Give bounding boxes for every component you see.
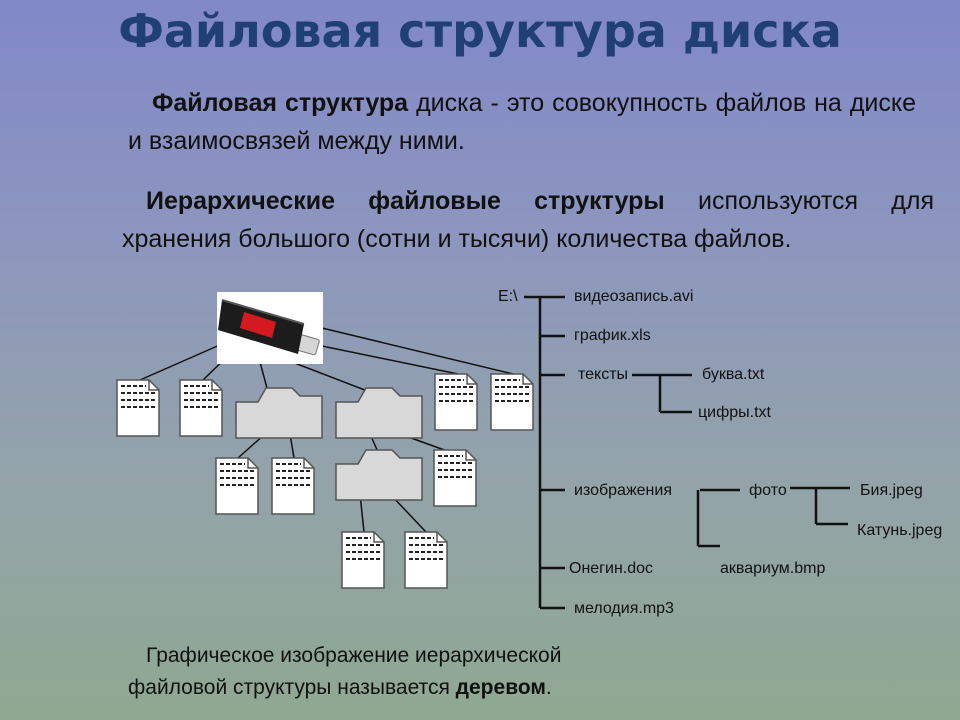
- tree-lines: [524, 295, 850, 610]
- tree-item-video: видеозапись.avi: [574, 288, 694, 305]
- usb-drive-icon: [217, 292, 323, 364]
- tree-item-grafik: график.xls: [574, 327, 651, 344]
- file-icon: [271, 457, 315, 515]
- definition-text: диска - это совокупность файлов на диске…: [128, 89, 916, 155]
- conclusion-end: .: [545, 676, 552, 699]
- file-icon: [179, 379, 223, 437]
- definition-paragraph: Файловая структура диска - это совокупно…: [128, 84, 916, 160]
- tree-item-bukva: буква.txt: [702, 366, 765, 383]
- term-hierarchical: Иерархические файловые структуры: [146, 187, 665, 215]
- tree-folder-foto: фото: [749, 482, 787, 499]
- hierarchy-text: используются для хранения большого (сотн…: [122, 187, 934, 253]
- file-icon: [116, 379, 160, 437]
- tree-item-biya: Бия.jpeg: [860, 482, 923, 499]
- hierarchy-paragraph: Иерархические файловые структуры использ…: [122, 182, 934, 258]
- conclusion-text: Графическое изображение иерархической фа…: [128, 640, 648, 704]
- tree-folder-teksty: тексты: [578, 366, 629, 383]
- file-icon: [404, 531, 448, 589]
- file-icon: [433, 449, 477, 507]
- term-tree: деревом: [455, 676, 546, 699]
- tree-item-melodiya: мелодия.mp3: [574, 600, 674, 617]
- tree-item-cifry: цифры.txt: [698, 404, 771, 421]
- tree-item-onegin: Онегин.doc: [569, 560, 654, 577]
- tree-item-katun: Катунь.jpeg: [857, 522, 943, 539]
- folder-icon: [235, 387, 323, 439]
- file-icon: [215, 457, 259, 515]
- file-icon: [434, 373, 478, 431]
- term-file-structure: Файловая структура: [152, 89, 409, 117]
- folder-icon: [335, 449, 423, 501]
- page-title: Файловая структура диска: [118, 4, 842, 58]
- tree-item-akvarium: аквариум.bmp: [720, 560, 826, 577]
- file-icon: [341, 531, 385, 589]
- folder-icon: [335, 387, 423, 439]
- tree-folder-izobrazheniya: изображения: [574, 482, 672, 499]
- file-icon: [490, 373, 534, 431]
- tree-root-label: E:\: [498, 288, 518, 305]
- conclusion-main: Графическое изображение иерархической фа…: [128, 644, 562, 699]
